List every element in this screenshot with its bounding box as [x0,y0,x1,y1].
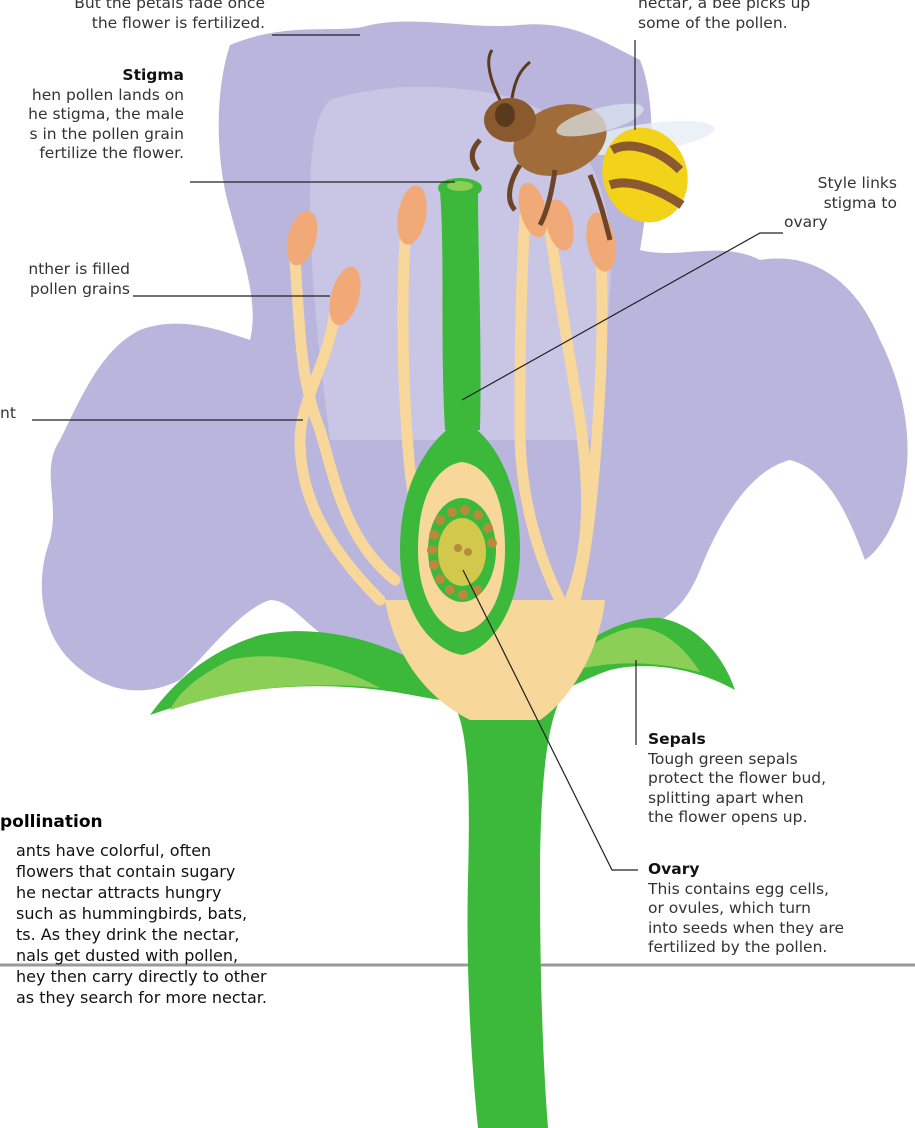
stem [450,700,560,1128]
label-sepals-line: Tough green sepals [648,750,826,770]
pollination-line: flowers that contain sugary [0,861,322,882]
label-sepals-line: splitting apart when [648,789,826,809]
style [440,190,481,430]
label-style: Style links stigma to ovary [760,174,897,233]
pollination-body: ants have colorful, often flowers that c… [0,840,322,1008]
label-petals-line: But the petals fade once [40,0,265,14]
pollination-line: such as hummingbirds, bats, [0,903,322,924]
pollination-line: ts. As they drink the nectar, [0,924,322,945]
pollination-line: he nectar attracts hungry [0,882,322,903]
label-stigma-line: s in the pollen grain [0,125,184,145]
label-petals-line: the flower is fertilized. [40,14,265,34]
label-filament: nt [0,404,16,424]
label-style-line: Style links [760,174,897,194]
label-ovary-line: or ovules, which turn [648,899,844,919]
label-stigma: Stigma hen pollen lands on he stigma, th… [0,66,184,164]
label-stigma-line: hen pollen lands on [0,86,184,106]
label-ovary-line: fertilized by the pollen. [648,938,844,958]
label-anther: nther is filled pollen grains [0,260,130,299]
label-sepals-heading: Sepals [648,730,826,750]
label-bee: nectar, a bee picks up some of the polle… [638,0,810,33]
label-anther-line: nther is filled [0,260,130,280]
label-sepals-line: protect the flower bud, [648,769,826,789]
label-petals: But the petals fade once the flower is f… [40,0,265,33]
pollination-heading: pollination [0,812,103,832]
label-sepals: Sepals Tough green sepals protect the fl… [648,730,826,828]
label-sepals-line: the flower opens up. [648,808,826,828]
pollination-line: hey then carry directly to other [0,966,322,987]
pollination-line: as they search for more nectar. [0,987,322,1008]
label-stigma-heading: Stigma [0,66,184,86]
label-ovary-heading: Ovary [648,860,844,880]
pollination-line: ants have colorful, often [0,840,322,861]
label-bee-line: some of the pollen. [638,14,810,34]
label-ovary: Ovary This contains egg cells, or ovules… [648,860,844,958]
label-bee-line: nectar, a bee picks up [638,0,810,14]
label-ovary-line: This contains egg cells, [648,880,844,900]
pollination-line: nals get dusted with pollen, [0,945,322,966]
label-style-line: stigma to [760,194,897,214]
label-ovary-line: into seeds when they are [648,919,844,939]
label-stigma-line: he stigma, the male [0,105,184,125]
label-anther-line: pollen grains [0,280,130,300]
label-style-line: ovary [760,213,897,233]
label-stigma-line: fertilize the flower. [0,144,184,164]
label-filament-line: nt [0,404,16,424]
